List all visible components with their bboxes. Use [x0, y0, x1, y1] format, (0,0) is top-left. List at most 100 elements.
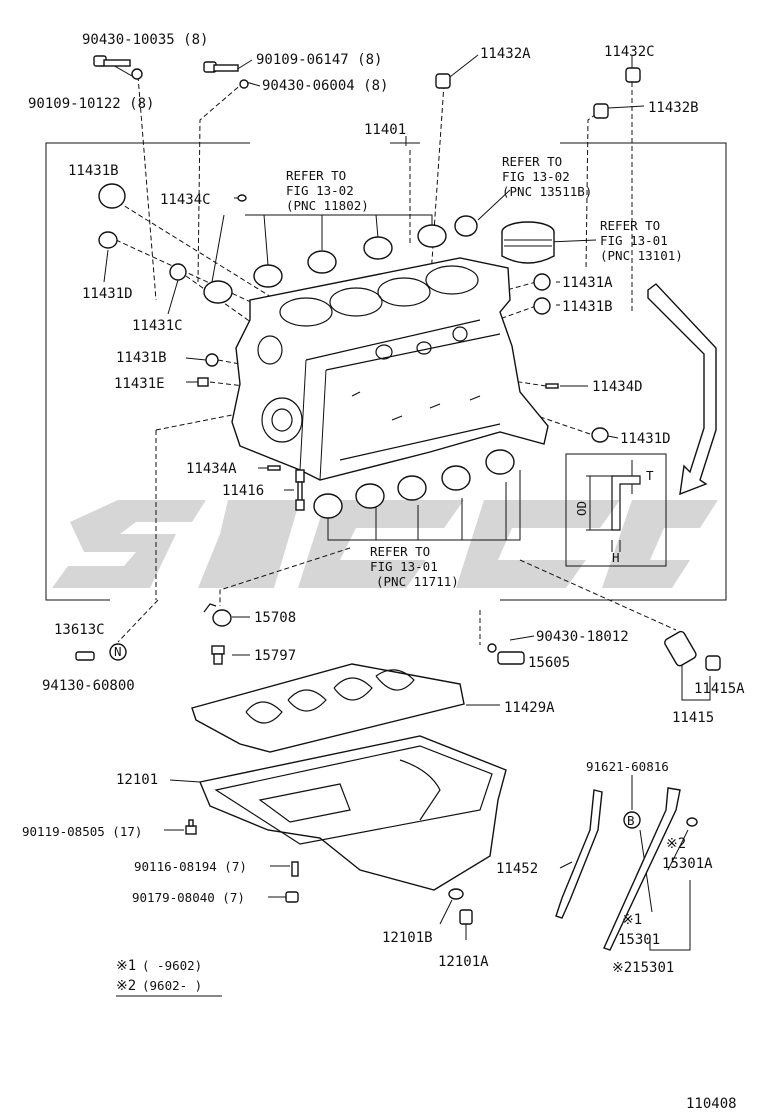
part-labels: 90430-10035 (8) 90109-10122 (8) 90109-06…: [22, 32, 745, 976]
plug-11431D-right: [591, 427, 609, 443]
part-label: 90109-10122 (8): [28, 96, 154, 112]
part-15708: [203, 603, 232, 627]
refer-note: REFER TO FIG 13-01 (PNC 13101): [600, 218, 683, 263]
bolt-marker-91621: [623, 811, 641, 829]
part-label: 90179-08040 (7): [132, 890, 245, 905]
inset-od-label: OD: [574, 501, 589, 516]
part-label: 11432C: [604, 44, 655, 60]
plug-12101A: [459, 909, 473, 925]
footnotes: ※1 ( -9602) ※2 (9602- ): [116, 958, 222, 997]
upper-bearings: [203, 215, 478, 304]
footnote-range: ( -9602): [142, 958, 202, 973]
refer-note: REFER TO FIG 13-02 (PNC 13511B): [502, 154, 592, 199]
refer-notes: REFER TO FIG 13-02 (PNC 11802) REFER TO …: [286, 154, 683, 589]
watermark-letter-3: [298, 500, 464, 588]
part-label: 11431B: [68, 163, 119, 179]
part-11415: [664, 630, 721, 671]
bolt-90109-10122: [93, 55, 131, 67]
bolt-11416: [295, 469, 305, 511]
part-label: 12101: [116, 772, 158, 788]
refer-line: (PNC 11802): [286, 198, 369, 213]
nut-90179-08040: [285, 891, 299, 903]
plug-11431B-top: [98, 183, 126, 209]
bolt-marker-label: B: [627, 813, 635, 828]
refer-line: FIG 13-02: [286, 183, 354, 198]
part-label: ※2: [666, 836, 686, 852]
part-label: 91621-60816: [586, 759, 669, 774]
plug-11431B-right: [533, 297, 551, 315]
part-label: 15605: [528, 655, 570, 671]
footnote-mark: ※1: [116, 958, 136, 974]
plug-11431D-left: [98, 231, 118, 249]
inset-t-label: T: [646, 468, 654, 483]
part-label: 90109-06147 (8): [256, 52, 382, 68]
part-label: 90116-08194 (7): [134, 859, 247, 874]
part-label: 90430-18012: [536, 629, 629, 645]
plug-11431B-mid: [205, 353, 219, 367]
refer-line: (PNC 13511B): [502, 184, 592, 199]
part-label: 15797: [254, 648, 296, 664]
diagram-code: 110408: [686, 1096, 737, 1112]
part-label: 11431A: [562, 275, 613, 291]
part-label: 11416: [222, 483, 264, 499]
nut-mark: N: [114, 644, 122, 659]
plug-11432B: [593, 103, 609, 119]
part-label: ※215301: [612, 960, 674, 976]
part-label: 11432B: [648, 100, 699, 116]
refer-line: (PNC 11711): [376, 574, 459, 589]
refer-line: FIG 13-01: [600, 233, 668, 248]
part-label: 11431D: [620, 431, 671, 447]
bolt-90119-08505: [185, 819, 197, 835]
lower-bearings: [313, 449, 515, 519]
part-label: 11434C: [160, 192, 211, 208]
part-15797: [211, 645, 225, 665]
part-label: 90430-10035 (8): [82, 32, 208, 48]
watermark-letter-2: [198, 500, 300, 588]
part-label: 11431B: [562, 299, 613, 315]
part-label: 11401: [364, 122, 406, 138]
part-label: 15708: [254, 610, 296, 626]
part-label: 11415A: [694, 681, 745, 697]
part-15605: [487, 643, 525, 665]
part-label: ※1: [622, 912, 642, 928]
plug-11431A: [533, 273, 551, 291]
gasket-12101B: [448, 888, 464, 900]
footnote-range: (9602- ): [142, 978, 202, 993]
assembly-boundary: [45, 142, 727, 601]
direction-arrow: [647, 283, 717, 496]
oil-pan-gasket-11429A: [191, 663, 465, 753]
part-label: 11431B: [116, 350, 167, 366]
refer-note: REFER TO FIG 13-02 (PNC 11802): [286, 168, 369, 213]
part-label: 94130-60800: [42, 678, 135, 694]
inset-labels: OD T H: [574, 468, 654, 565]
part-13613C: [75, 651, 95, 661]
part-label: 11434D: [592, 379, 643, 395]
refer-note: REFER TO FIG 13-01 (PNC 11711): [370, 544, 459, 589]
part-label: 15301A: [662, 856, 713, 872]
part-label: 11431D: [82, 286, 133, 302]
watermark-letter-4: [456, 500, 620, 588]
bearing-dimension-inset: [565, 453, 667, 567]
bolt-90109-06147: [203, 61, 239, 73]
part-label: 13613C: [54, 622, 105, 638]
plug-11434C: [237, 194, 247, 202]
part-label: 15301: [618, 932, 660, 948]
part-label: 11431E: [114, 376, 165, 392]
part-label: 11415: [672, 710, 714, 726]
piston: [501, 221, 555, 264]
part-label: 11429A: [504, 700, 555, 716]
washer-90430-06004: [239, 79, 249, 89]
watermark-letter-1: [52, 500, 206, 588]
refer-line: (PNC 13101): [600, 248, 683, 263]
bolt-90116-08194: [291, 861, 299, 877]
pin-11434A: [267, 465, 281, 471]
dipstick-guide-11452: [555, 789, 603, 919]
refer-line: REFER TO: [600, 218, 660, 233]
refer-line: REFER TO: [286, 168, 346, 183]
cylinder-block: [231, 257, 549, 481]
plug-11431C: [169, 263, 187, 281]
refer-line: FIG 13-01: [370, 559, 438, 574]
footnote-mark: ※2: [116, 978, 136, 994]
oil-pan-12101: [199, 735, 507, 891]
